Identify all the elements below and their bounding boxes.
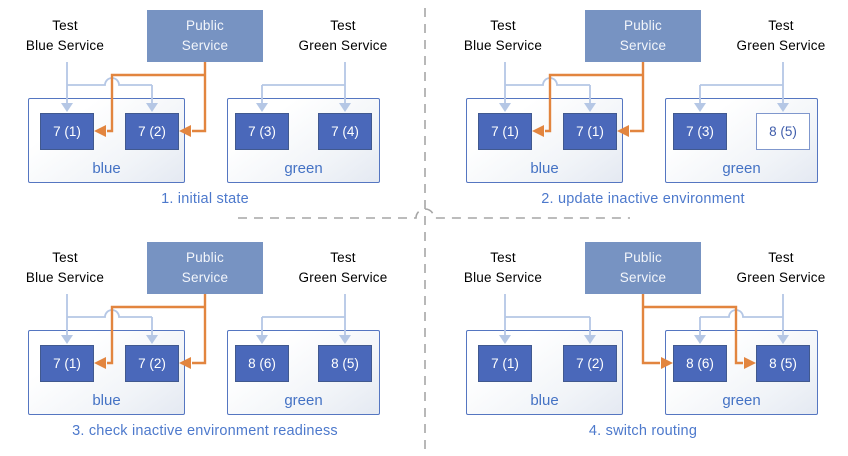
service-label-line: Test (490, 18, 516, 34)
test-green-service-box: Test Green Service (285, 242, 401, 294)
test-blue-service-box: Test Blue Service (448, 242, 558, 294)
pod: 8 (5) (318, 345, 372, 382)
test-green-service-box: Test Green Service (723, 242, 839, 294)
pod: 8 (5) (756, 345, 810, 382)
panel-update-inactive: Test Blue Service Public Service Test Gr… (424, 0, 848, 228)
service-label-line: Blue Service (463, 38, 543, 53)
panel-caption: 1. initial state (161, 191, 249, 207)
green-environment-label: green (284, 160, 323, 177)
test-green-service-box: Test Green Service (723, 10, 839, 62)
service-label-line: Public (186, 250, 224, 266)
pod: 7 (1) (478, 345, 532, 382)
test-green-service-box: Test Green Service (285, 10, 401, 62)
panel-caption: 4. switch routing (588, 423, 698, 439)
service-label-line: Green Service (298, 38, 388, 53)
pod: 7 (1) (478, 113, 532, 150)
service-label-line: Public (624, 18, 662, 34)
pod: 7 (1) (563, 113, 617, 150)
pod: 7 (3) (235, 113, 289, 150)
service-label-line: Service (181, 270, 229, 285)
blue-environment-label: blue (92, 392, 121, 409)
public-service-box: Public Service (585, 10, 701, 62)
test-blue-service-box: Test Blue Service (10, 242, 120, 294)
panel-switch-routing: Test Blue Service Public Service Test Gr… (424, 228, 848, 456)
service-label-line: Green Service (736, 38, 826, 53)
pod: 7 (2) (125, 345, 179, 382)
service-label-line: Service (181, 38, 229, 53)
service-label-line: Blue Service (463, 270, 543, 285)
test-blue-service-box: Test Blue Service (448, 10, 558, 62)
service-label-line: Service (619, 38, 667, 53)
blue-environment-label: blue (530, 392, 559, 409)
pod: 7 (3) (673, 113, 727, 150)
pod: 8 (5) (756, 113, 810, 150)
test-route-arrow (66, 62, 346, 103)
test-route-arrow (504, 294, 784, 335)
panel-caption: 2. update inactive environment (541, 191, 745, 207)
service-label-line: Test (490, 250, 516, 266)
service-label-line: Test (52, 18, 78, 34)
test-route-arrow (66, 294, 346, 335)
pod: 7 (4) (318, 113, 372, 150)
service-label-line: Blue Service (25, 270, 105, 285)
service-label-line: Public (624, 250, 662, 266)
service-label-line: Test (330, 18, 356, 34)
green-environment-label: green (284, 392, 323, 409)
pod: 8 (6) (235, 345, 289, 382)
service-label-line: Green Service (298, 270, 388, 285)
service-label-line: Test (768, 250, 794, 266)
blue-environment-label: blue (92, 160, 121, 177)
service-label-line: Test (768, 18, 794, 34)
test-blue-service-box: Test Blue Service (10, 10, 120, 62)
service-label-line: Test (52, 250, 78, 266)
public-service-box: Public Service (147, 242, 263, 294)
service-label-line: Green Service (736, 270, 826, 285)
green-environment-label: green (722, 160, 761, 177)
pod: 7 (2) (125, 113, 179, 150)
service-label-line: Public (186, 18, 224, 34)
service-label-line: Service (619, 270, 667, 285)
test-route-arrow (504, 62, 784, 103)
service-label-line: Test (330, 250, 356, 266)
blue-environment-label: blue (530, 160, 559, 177)
panel-check-readiness: Test Blue Service Public Service Test Gr… (0, 228, 424, 456)
panel-initial-state: Test Blue Service Public Service Test Gr… (0, 0, 424, 228)
public-service-box: Public Service (585, 242, 701, 294)
public-service-box: Public Service (147, 10, 263, 62)
pod: 7 (1) (40, 345, 94, 382)
panel-caption: 3. check inactive environment readiness (72, 423, 338, 439)
service-label-line: Blue Service (25, 38, 105, 53)
green-environment-label: green (722, 392, 761, 409)
pod: 7 (1) (40, 113, 94, 150)
pod: 8 (6) (673, 345, 727, 382)
pod: 7 (2) (563, 345, 617, 382)
